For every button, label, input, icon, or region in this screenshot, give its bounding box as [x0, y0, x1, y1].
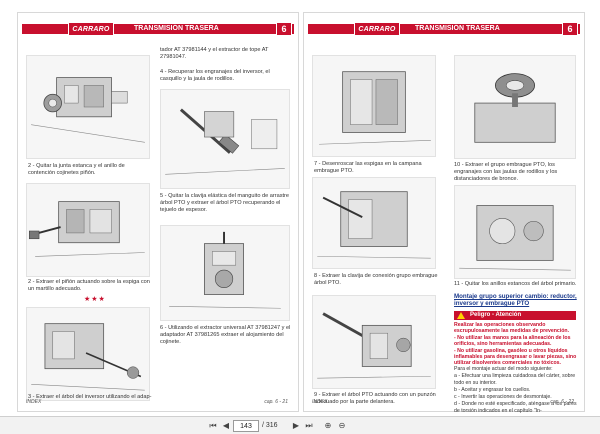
carraro-logo: CARRARO	[68, 22, 114, 36]
figure-3-illustration	[26, 307, 150, 401]
caption-step-8: 8 - Extraer la clavija de conexión grupo…	[314, 273, 438, 287]
caption-step-3: 3 - Extraer el árbol del inversor utiliz…	[28, 394, 152, 400]
chapter-number: 6	[562, 22, 578, 36]
figure-2-illustration	[26, 55, 150, 159]
left-page: CARRARO TRANSMISIÓN TRASERA 6 2 - Quitar…	[17, 12, 299, 412]
step-item: d - Donde no esté especificado, aténgase…	[454, 400, 577, 414]
next-page-icon[interactable]: ▶	[292, 421, 300, 430]
section-title: TRANSMISIÓN TRASERA	[415, 25, 500, 32]
assembly-steps: Para el montaje actuar del modo siguient…	[454, 366, 578, 415]
caption-step-3-continued: tador AT 37981144 y el extractor de tope…	[160, 47, 269, 61]
step-item: c - Invertir las operaciones de desmonta…	[454, 393, 552, 400]
caption-step-7: 7 - Desenroscar las espigas en la campan…	[314, 161, 422, 175]
figure-9-illustration	[312, 295, 436, 389]
right-page: CARRARO TRANSMISIÓN TRASERA 6 7 - Desenr…	[303, 12, 585, 415]
step-item: Para el montaje actuar del modo siguient…	[454, 366, 553, 372]
caption-step-11: 11 - Quitar los anillos estancos del árb…	[454, 281, 577, 287]
caption-step-10: 10 - Extraer el grupo embrague PTO, los …	[454, 162, 558, 183]
figure-2b-illustration	[26, 183, 150, 277]
previous-page-icon[interactable]: ◀	[222, 421, 230, 430]
figure-11-illustration	[454, 185, 576, 279]
total-pages: / 316	[262, 422, 278, 429]
footer-page-number: cap. 6 - 21	[264, 399, 288, 405]
difficulty-stars: ★★★	[84, 296, 106, 303]
zoom-out-icon[interactable]: ⊖	[338, 421, 346, 430]
figure-5-illustration	[160, 225, 290, 321]
warning-line: - No utilizar las manos para la alineaci…	[454, 334, 571, 348]
figure-7-illustration	[312, 55, 436, 157]
warning-triangle-icon	[457, 312, 465, 319]
chapter-number: 6	[276, 22, 292, 36]
figure-10-illustration	[454, 55, 576, 159]
caption-step-2b: 2 - Extraer el piñón actuando sobre la e…	[28, 279, 150, 293]
viewer-toolbar: ⏮ ◀ / 316 ▶ ⏭ ⊕ ⊖	[0, 416, 600, 434]
carraro-logo: CARRARO	[354, 22, 400, 36]
figure-8-illustration	[312, 177, 436, 269]
warning-title: Peligro - Atención	[470, 312, 522, 318]
page-header-banner: CARRARO TRANSMISIÓN TRASERA 6	[22, 22, 294, 36]
zoom-in-icon[interactable]: ⊕	[324, 421, 332, 430]
caption-step-6: 6 - Utilizando el extractor universal AT…	[160, 325, 291, 346]
caption-step-5: 5 - Quitar la clavija elástica del mangu…	[160, 193, 290, 214]
footer-index: INDEX	[26, 399, 42, 405]
first-page-icon[interactable]: ⏮	[209, 421, 217, 430]
warning-line: - No utilizar gasolina, gasóleo u otros …	[454, 347, 577, 367]
footer-page-number: cap. 6 - 22	[550, 399, 574, 405]
assembly-section-heading: Montaje grupo superior cambio: reductor,…	[454, 293, 577, 308]
caption-step-4: 4 - Recuperar los engranajes del inverso…	[160, 69, 270, 83]
warning-line: Realizar las operaciones observando escr…	[454, 322, 570, 335]
danger-warning-bar: Peligro - Atención	[454, 311, 576, 320]
step-item: a - Efectuar una limpieza cuidadosa del …	[454, 373, 576, 386]
step-item: b - Aceitar y engrasar los cuellos.	[454, 386, 531, 393]
footer-index: INDEX	[312, 399, 328, 405]
section-title: TRANSMISIÓN TRASERA	[134, 25, 219, 32]
figure-4-illustration	[160, 89, 290, 189]
warning-text: Realizar las operaciones observando escr…	[454, 322, 578, 367]
page-header-banner: CARRARO TRANSMISIÓN TRASERA 6	[308, 22, 580, 36]
page-number-input[interactable]	[233, 420, 259, 432]
caption-step-2a: 2 - Quitar la junta estanca y el anillo …	[28, 163, 125, 177]
caption-step-9: 9 - Extraer el árbol PTO actuando con un…	[314, 392, 436, 406]
last-page-icon[interactable]: ⏭	[305, 421, 313, 430]
